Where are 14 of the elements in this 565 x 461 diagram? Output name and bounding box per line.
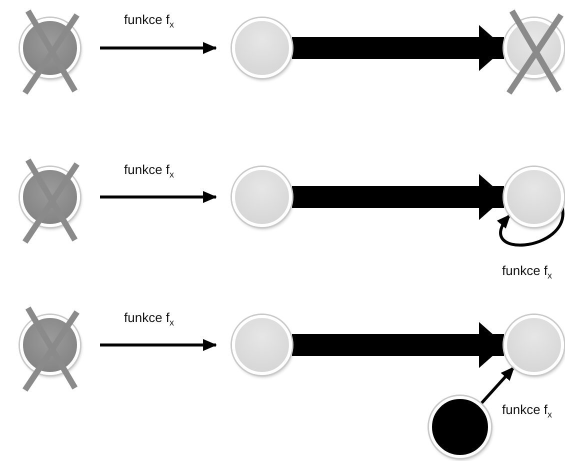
arrow [100, 191, 217, 203]
circle-node [504, 167, 564, 227]
loop-arrow [498, 207, 564, 246]
circle-node [232, 315, 292, 375]
arrow [100, 339, 217, 351]
arrow [480, 366, 516, 405]
filled-circle [429, 396, 491, 458]
circle-node [232, 167, 292, 227]
circle-node [504, 315, 564, 375]
thick-arrow [292, 174, 505, 220]
thick-arrow [292, 322, 505, 368]
arrow [100, 42, 217, 54]
circle-node [232, 18, 292, 78]
thick-arrow [292, 25, 505, 71]
